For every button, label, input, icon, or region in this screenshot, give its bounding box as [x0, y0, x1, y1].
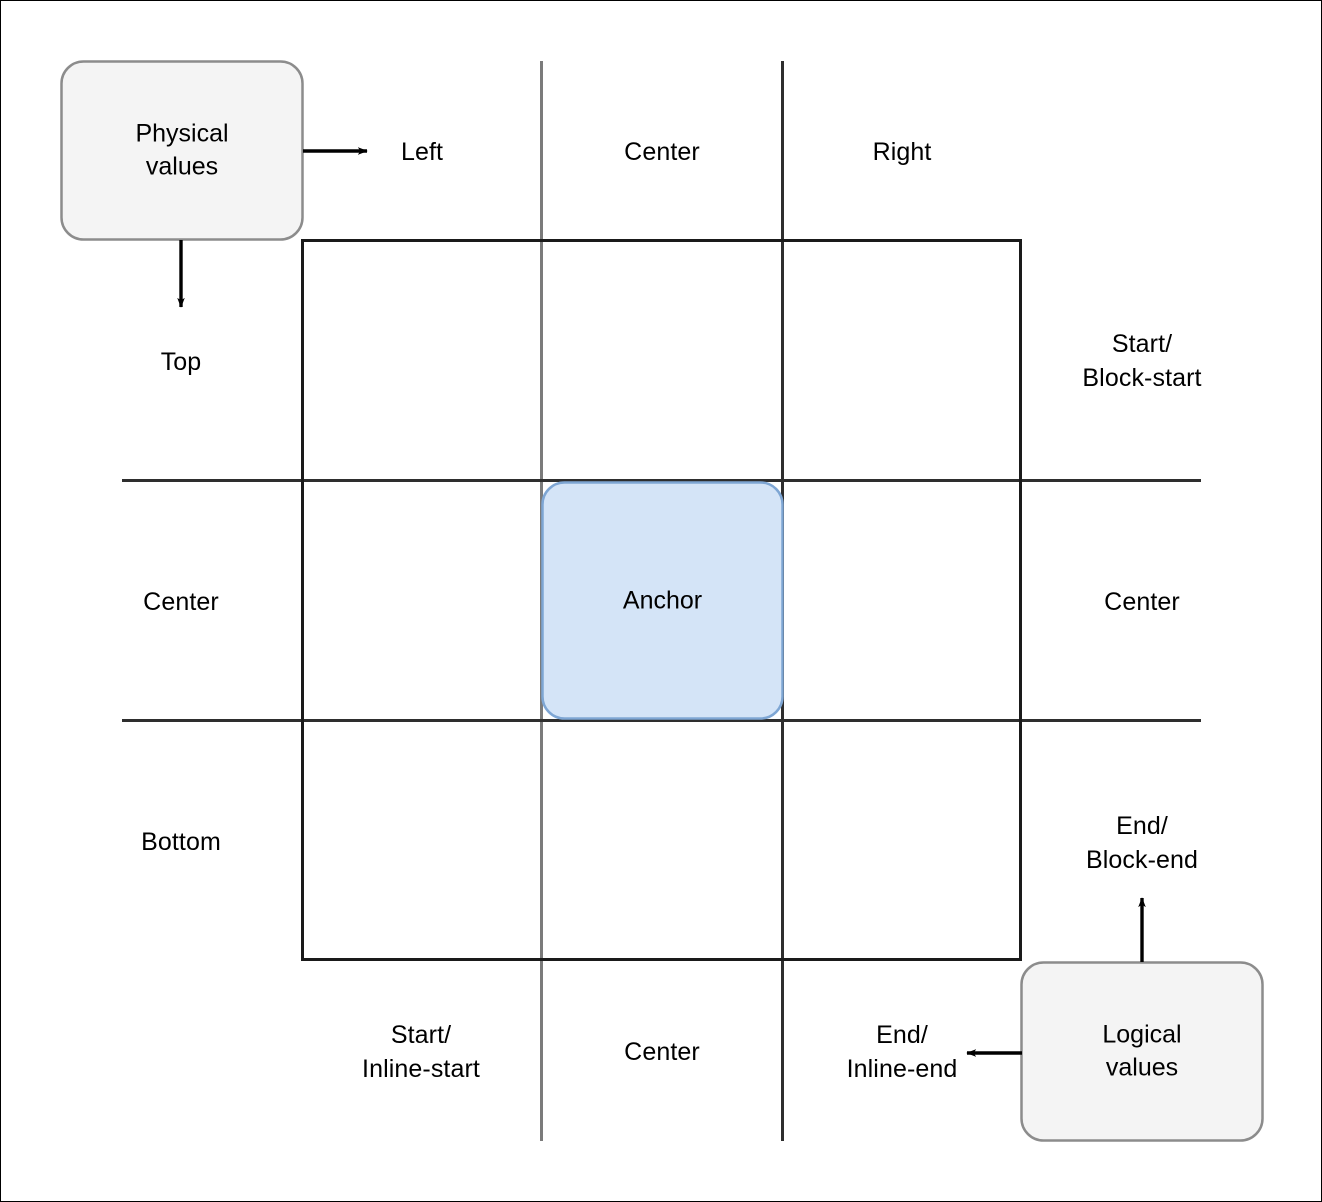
anchor-label: Anchor — [622, 585, 703, 614]
label-left-center: Center — [143, 588, 219, 616]
label-right-end-block-end: End/ Block-end — [1085, 812, 1199, 874]
physical-values-label: Physical values — [135, 119, 229, 181]
containing-block-rect — [301, 239, 1022, 961]
label-top-right: Right — [872, 138, 932, 166]
anchor-box-shape — [541, 481, 784, 720]
label-left-bottom: Bottom — [141, 828, 221, 856]
logical-values-node[interactable]: Logical values — [1021, 962, 1263, 1141]
label-left-top: Top — [160, 348, 202, 376]
physical-values-node[interactable]: Physical values — [61, 61, 303, 240]
anchor-node[interactable]: Anchor — [542, 482, 783, 719]
label-right-center: Center — [1104, 588, 1180, 616]
label-bottom-start-inline-start: Start/ Inline-start — [362, 1021, 480, 1083]
physical-values-shape — [60, 60, 304, 241]
label-right-start-block-start: Start/ Block-start — [1082, 330, 1202, 392]
label-top-left: Left — [400, 138, 444, 166]
label-bottom-center: Center — [624, 1038, 700, 1066]
label-top-center: Center — [624, 138, 700, 166]
label-bottom-end-inline-end: End/ Inline-end — [846, 1021, 958, 1083]
logical-values-label: Logical values — [1102, 1020, 1182, 1082]
